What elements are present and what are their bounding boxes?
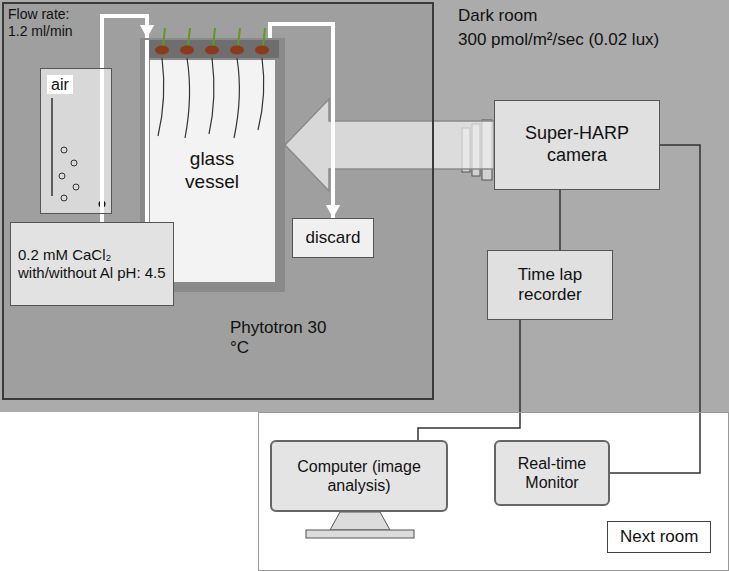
monitor-base	[306, 530, 414, 538]
roots	[158, 58, 264, 138]
computer-box: Computer (image analysis)	[270, 440, 448, 512]
signal-cable	[610, 145, 700, 473]
solution-box: 0.2 mM CaCl₂ with/without Al pH: 4.5	[10, 222, 174, 306]
text-group: Dark room 300 pmol/m²/sec (0.02 lux)	[458, 6, 723, 51]
node-text: 300 pmol/m²/sec (0.02 lux)	[458, 30, 723, 50]
flow-tube	[102, 16, 154, 222]
text-group: air	[47, 75, 73, 94]
monitor-box: Real-time Monitor	[494, 440, 610, 506]
node-title: glass vessel	[170, 148, 254, 194]
connector-line	[102, 16, 147, 222]
camera-view-arrow	[285, 99, 494, 191]
signal-cable	[560, 190, 561, 250]
view-arrow-body	[285, 99, 494, 191]
arrow-head	[140, 25, 154, 38]
text-group: 0.2 mM CaCl₂ with/without Al pH: 4.5	[18, 246, 166, 282]
phytotron-region: Phytotron 30 °C air glass vessel discard 0.2…	[2, 2, 434, 400]
node-title: discard	[306, 228, 361, 248]
phytotron-ground	[2, 2, 434, 400]
recorder-box: Time lap recorder	[487, 250, 613, 320]
text-group: Real-time Monitor	[503, 454, 601, 492]
node-title: Dark room	[458, 6, 723, 26]
text-group: Time lap recorder	[495, 265, 605, 306]
flow-rate-label: Flow rate: 1.2 ml/min	[8, 6, 92, 40]
monitor-stand	[330, 512, 390, 530]
node-title: Super-HARP camera	[502, 123, 652, 166]
text-group: Next room	[607, 521, 711, 553]
connector-line	[610, 145, 700, 473]
node-title: Time lap recorder	[495, 265, 605, 306]
seeds	[155, 46, 269, 55]
camera-box: Super-HARP camera	[494, 100, 660, 190]
node-title: Next room	[620, 527, 698, 547]
dark-room-region: Dark room 300 pmol/m²/sec (0.02 lux) Phyto…	[0, 0, 729, 412]
node-title: Computer (image analysis)	[279, 457, 439, 495]
next-room-region: Next room Computer (image analysis) Real-t…	[258, 412, 729, 571]
text-group: discard	[306, 228, 361, 248]
node-title: Phytotron 30 °C	[230, 318, 350, 359]
text-group: Computer (image analysis)	[279, 457, 439, 495]
node-title: Real-time Monitor	[503, 454, 601, 492]
air-pipe	[51, 98, 53, 196]
node-title: air	[47, 75, 73, 94]
text-group: Phytotron 30 °C	[230, 318, 350, 359]
node-title: 0.2 mM CaCl₂ with/without Al pH: 4.5	[18, 246, 166, 282]
connector-line	[559, 190, 561, 250]
connector-line	[270, 24, 333, 218]
text-group: glass vessel	[170, 148, 254, 194]
seedling-shoots	[163, 28, 265, 46]
arrow-head	[326, 205, 340, 218]
text-group: Super-HARP camera	[502, 123, 652, 166]
air-box: air	[40, 68, 112, 214]
dark-room-ground	[0, 0, 729, 412]
discard-box: discard	[292, 218, 374, 258]
air-bubbles	[59, 147, 79, 201]
flow-tube	[270, 24, 340, 218]
